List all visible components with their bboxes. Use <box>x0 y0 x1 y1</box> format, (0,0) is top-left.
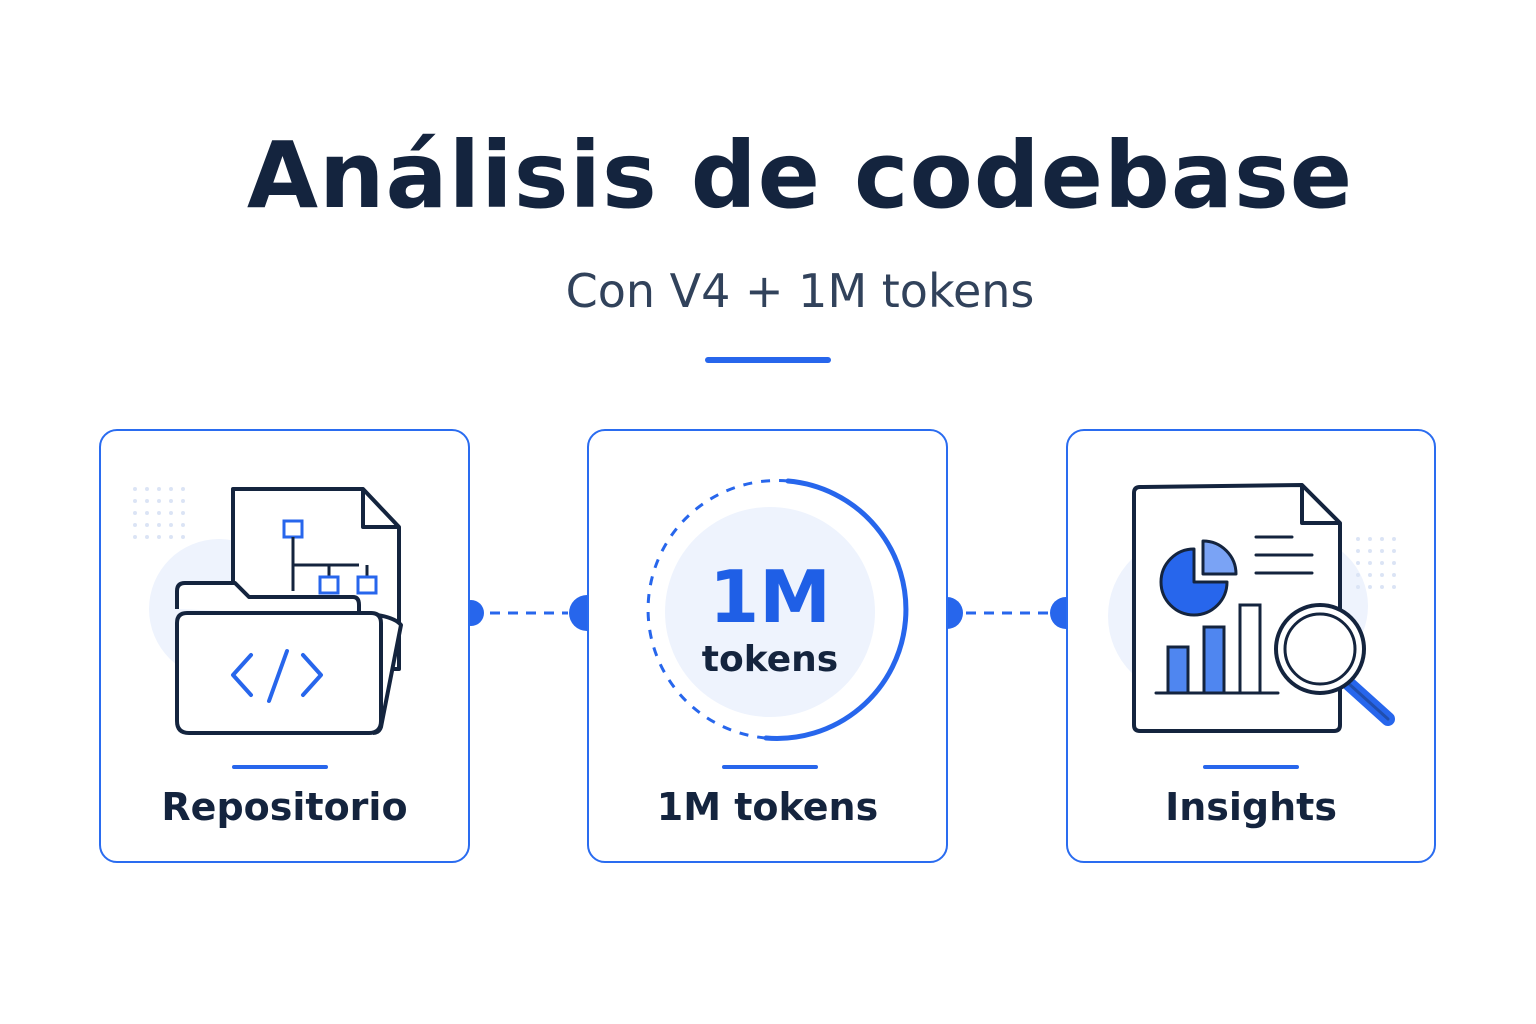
page-title: Análisis de codebase <box>246 122 1354 229</box>
connector-1-2 <box>458 595 605 631</box>
report-analysis-icon <box>1108 483 1396 733</box>
step-label-tokens: 1M tokens <box>656 785 879 829</box>
step-card-tokens: 1M tokens 1M tokens <box>587 429 948 863</box>
token-gauge-icon: 1M tokens <box>646 478 909 741</box>
token-badge-value: 1M <box>709 555 831 639</box>
step-label-insights: Insights <box>1165 785 1337 829</box>
step-card-insights: Insights <box>1066 429 1436 863</box>
card-divider <box>232 765 328 769</box>
connector-2-3 <box>931 597 1082 629</box>
title-divider <box>705 357 831 363</box>
card-divider <box>1203 765 1299 769</box>
step-card-repository: Repositorio <box>99 429 470 863</box>
step-label-repository: Repositorio <box>161 785 408 829</box>
folder-code-icon <box>133 487 403 735</box>
page-subtitle: Con V4 + 1M tokens <box>565 264 1035 318</box>
card-divider <box>722 765 818 769</box>
token-badge-unit: tokens <box>702 639 838 680</box>
